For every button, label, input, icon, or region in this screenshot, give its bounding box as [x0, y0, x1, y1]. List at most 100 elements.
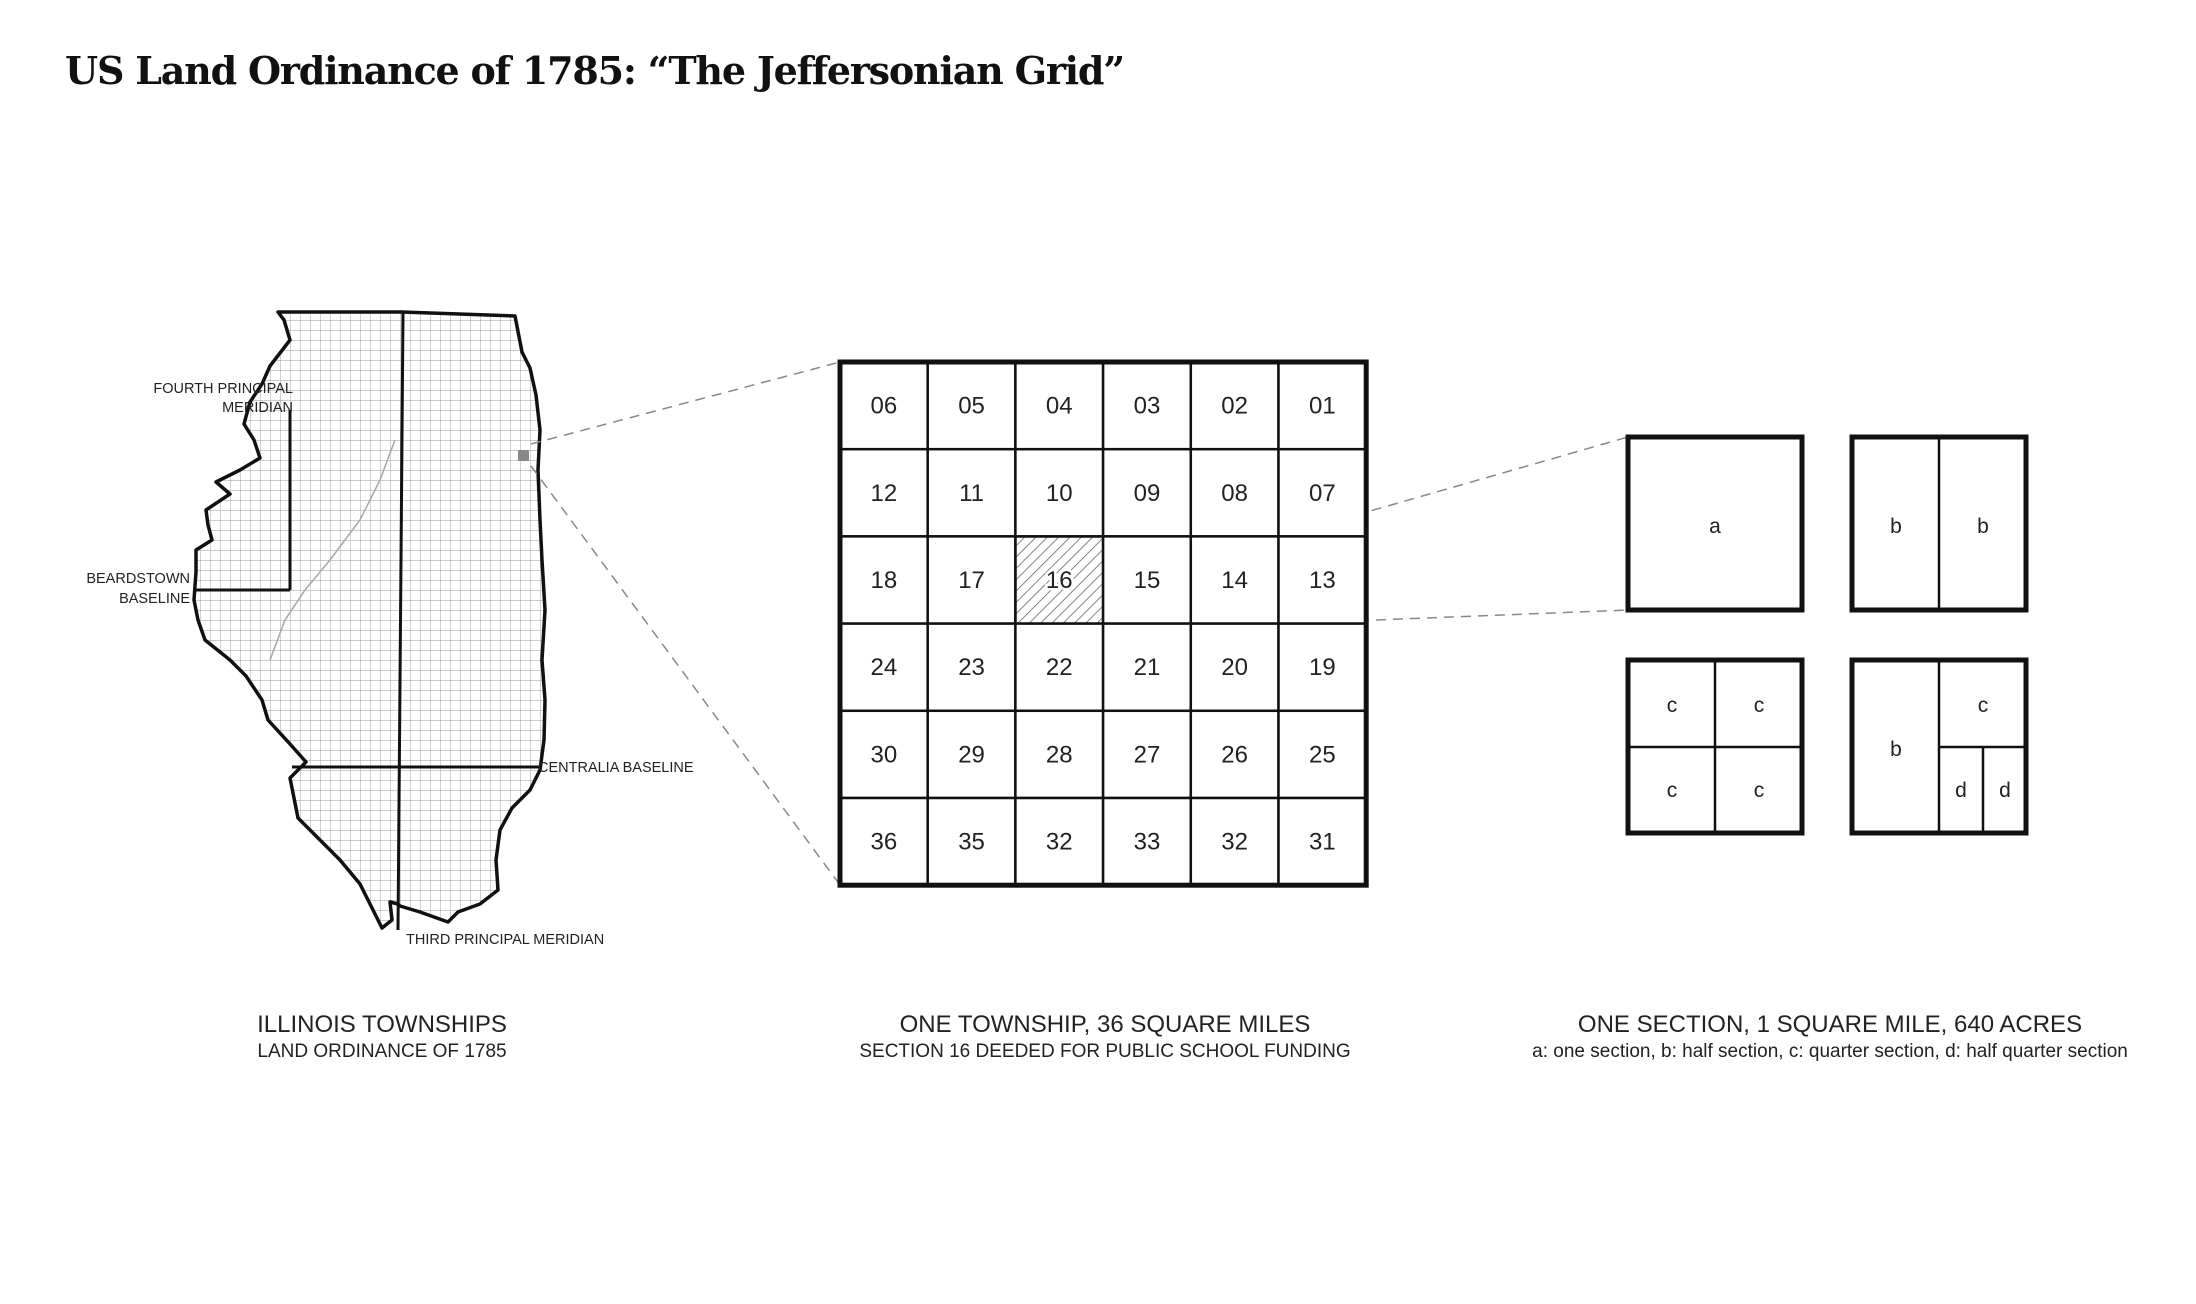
township-section-cell: 08 [1189, 447, 1280, 538]
township-section-number: 30 [870, 741, 897, 768]
township-section-cell: 30 [838, 709, 929, 800]
section-label-c: c [1667, 694, 1678, 717]
township-section-cell: 35 [926, 796, 1017, 887]
third-meridian-label: THIRD PRINCIPAL MERIDIAN [406, 932, 604, 948]
township-section-number: 06 [870, 393, 897, 420]
township-section-number: 25 [1309, 741, 1336, 768]
section-label-d: d [1955, 779, 1967, 802]
township-section-cell: 04 [1014, 360, 1105, 451]
section-label-c: c [1754, 779, 1765, 802]
page-title: US Land Ordinance of 1785: “The Jefferso… [65, 48, 1125, 93]
township-section-cell: 28 [1014, 709, 1105, 800]
township-section-number: 08 [1221, 480, 1248, 507]
township-section-cell: 05 [926, 360, 1017, 451]
township-section-number: 10 [1046, 480, 1073, 507]
section-quarters: c c c c [1625, 657, 1805, 836]
township-section-number: 12 [870, 480, 897, 507]
illinois-caption-subtitle: LAND ORDINANCE OF 1785 [257, 1041, 507, 1062]
section-caption-title: ONE SECTION, 1 SQUARE MILE, 640 ACRES [1577, 1011, 2083, 1038]
section-caption: ONE SECTION, 1 SQUARE MILE, 640 ACRES a:… [1515, 1010, 2145, 1064]
township-section-cell: 36 [838, 796, 929, 887]
township-section-cell: 12 [838, 447, 929, 538]
illinois-outline [192, 310, 547, 930]
section-label-c: c [1978, 694, 1989, 717]
township-section-cell: 25 [1277, 709, 1368, 800]
beardstown-label-1: BEARDSTOWN [86, 571, 190, 587]
township-section-cell: 16 [1014, 535, 1105, 625]
township-section-number: 35 [958, 829, 985, 856]
section-label-d: d [1999, 779, 2011, 802]
township-section-cell: 13 [1277, 535, 1368, 625]
township-section-cell: 14 [1189, 535, 1280, 625]
township-section-cell: 27 [1101, 709, 1193, 800]
township-section-number: 11 [959, 480, 984, 507]
township-caption-subtitle: SECTION 16 DEEDED FOR PUBLIC SCHOOL FUND… [859, 1041, 1351, 1062]
township-section-number: 27 [1134, 741, 1161, 768]
township-section-cell: 31 [1277, 796, 1368, 887]
township-section-cell: 26 [1189, 709, 1280, 800]
township-section-cell: 32 [1014, 796, 1105, 887]
centralia-label: CENTRALIA BASELINE [538, 760, 694, 776]
township-section-cell: 18 [838, 535, 929, 625]
township-section-number: 14 [1221, 567, 1248, 594]
illinois-river [269, 439, 396, 661]
township-section-number: 32 [1221, 829, 1248, 856]
section-label-b: b [1890, 738, 1902, 761]
township-section-number: 05 [958, 393, 985, 420]
township-section-cell: 15 [1101, 535, 1193, 625]
fourth-meridian-label-2: MERIDIAN [222, 400, 293, 416]
township-section-cell: 09 [1101, 447, 1193, 538]
township-section-number: 13 [1309, 567, 1336, 594]
township-section-number: 02 [1221, 393, 1248, 420]
township-section-number: 01 [1309, 393, 1336, 420]
township-section-cell: 10 [1014, 447, 1105, 538]
section-label-a: a [1709, 515, 1721, 538]
township-section-cell: 02 [1189, 360, 1280, 451]
township-section-cell: 03 [1101, 360, 1193, 451]
section-label-c: c [1754, 694, 1765, 717]
township-section-number: 09 [1134, 480, 1161, 507]
township-caption-title: ONE TOWNSHIP, 36 SQUARE MILES [899, 1011, 1311, 1038]
illinois-caption-title: ILLINOIS TOWNSHIPS [257, 1011, 507, 1038]
illinois-map: FOURTH PRINCIPAL MERIDIAN BEARDSTOWN BAS… [86, 310, 694, 948]
fourth-meridian-label-1: FOURTH PRINCIPAL [153, 381, 293, 397]
township-section-number: 03 [1134, 393, 1161, 420]
township-section-cell: 22 [1014, 622, 1105, 713]
illinois-caption: ILLINOIS TOWNSHIPS LAND ORDINANCE OF 178… [182, 1010, 582, 1064]
township-section-number: 32 [1046, 829, 1073, 856]
section-halves: b b [1849, 434, 2029, 613]
township-section-number: 24 [870, 654, 897, 681]
township-section-number: 16 [1046, 567, 1073, 594]
township-section-number: 36 [870, 829, 897, 856]
beardstown-label-2: BASELINE [119, 591, 190, 607]
township-section-cell: 17 [926, 535, 1017, 625]
township-section-cell: 20 [1189, 622, 1280, 713]
township-section-cell: 19 [1277, 622, 1368, 713]
township-section-cell: 01 [1277, 360, 1368, 451]
township-caption: ONE TOWNSHIP, 36 SQUARE MILES SECTION 16… [805, 1010, 1405, 1064]
section-mixed: b c d d [1849, 657, 2029, 836]
township-section-number: 29 [958, 741, 985, 768]
township-section-number: 26 [1221, 741, 1248, 768]
township-section-number: 22 [1046, 654, 1073, 681]
selected-township-marker [518, 450, 529, 461]
township-section-number: 28 [1046, 741, 1073, 768]
township-section-number: 17 [958, 567, 985, 594]
township-section-cell: 23 [926, 622, 1017, 713]
township-section-number: 21 [1134, 654, 1161, 681]
township-section-cell: 06 [838, 360, 929, 451]
township-section-number: 19 [1309, 654, 1336, 681]
township-section-number: 18 [870, 567, 897, 594]
township-section-cell: 32 [1189, 796, 1280, 887]
section-label-b: b [1977, 515, 1989, 538]
township-section-number: 15 [1134, 567, 1161, 594]
township-section-cell: 29 [926, 709, 1017, 800]
third-principal-meridian-line [396, 311, 405, 931]
township-section-number: 20 [1221, 654, 1248, 681]
section-label-c: c [1667, 779, 1678, 802]
township-section-cell: 24 [838, 622, 929, 713]
township-section-number: 33 [1134, 829, 1161, 856]
section-caption-subtitle: a: one section, b: half section, c: quar… [1532, 1041, 2128, 1062]
